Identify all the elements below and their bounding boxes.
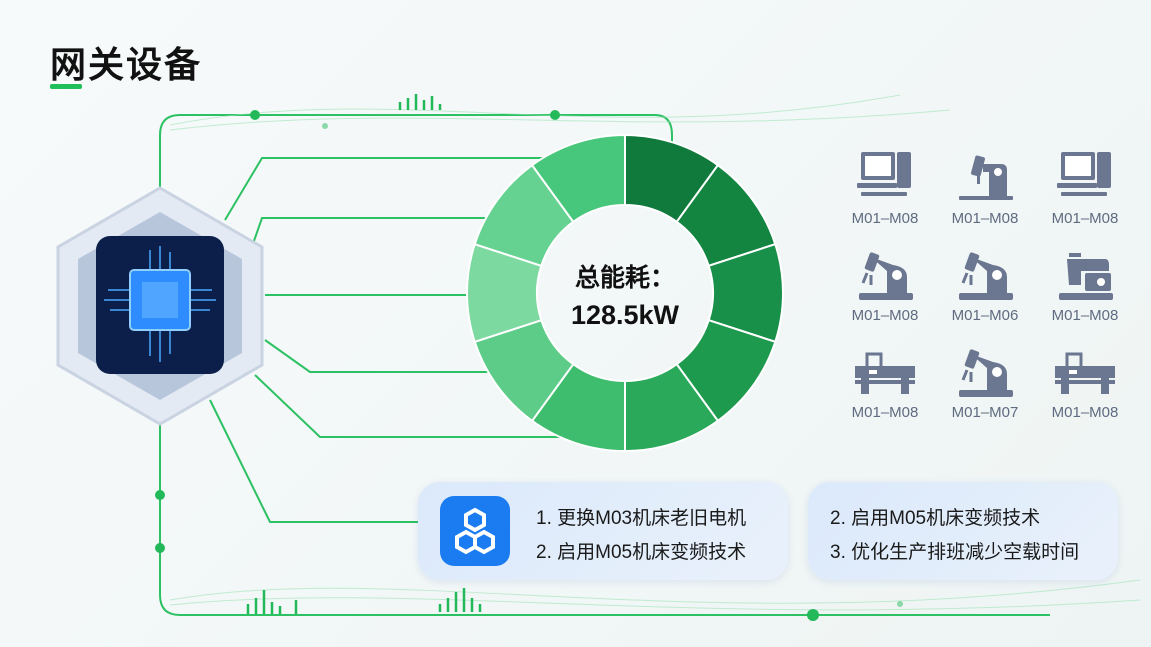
title-underline bbox=[50, 84, 82, 89]
computer-icon bbox=[1057, 152, 1111, 196]
robot-arm-icon bbox=[859, 252, 913, 300]
gateway-chip-icon bbox=[56, 186, 264, 426]
machine-label: M01–M08 bbox=[851, 307, 919, 324]
lathe-icon bbox=[1055, 352, 1115, 394]
machine-item[interactable]: M01–M08 bbox=[1035, 245, 1135, 324]
machine-label: M01–M08 bbox=[1051, 210, 1119, 227]
machine-item[interactable]: M01–M08 bbox=[835, 342, 935, 421]
machine-label: M01–M08 bbox=[851, 210, 919, 227]
machine-item[interactable]: M01–M08 bbox=[1035, 342, 1135, 421]
lathe-icon bbox=[855, 352, 915, 394]
machine-item[interactable]: M01–M07 bbox=[935, 342, 1035, 421]
machine-item[interactable]: M01–M06 bbox=[935, 245, 1035, 324]
energy-donut-chart bbox=[466, 133, 784, 453]
machine-label: M01–M08 bbox=[951, 210, 1019, 227]
sewing-machine-icon bbox=[1059, 253, 1113, 300]
machine-item[interactable]: M01–M08 bbox=[835, 245, 935, 324]
robot-arm-icon bbox=[959, 252, 1013, 300]
suggestion-card-1[interactable]: 1. 更换M03机床老旧电机 2. 启用M05机床变频技术 bbox=[418, 482, 788, 580]
machine-item[interactable]: M01–M08 bbox=[1035, 148, 1135, 227]
suggestion-line: 2. 启用M05机床变频技术 bbox=[830, 508, 1041, 529]
donut-segment bbox=[530, 133, 626, 224]
machine-label: M01–M08 bbox=[1051, 307, 1119, 324]
hexagon-network-icon bbox=[440, 496, 510, 566]
machine-label: M01–M08 bbox=[1051, 404, 1119, 421]
page-title: 网关设备 bbox=[50, 44, 203, 85]
machine-label: M01–M08 bbox=[851, 404, 919, 421]
suggestion-line: 1. 更换M03机床老旧电机 bbox=[536, 508, 747, 529]
robot-arm-icon bbox=[959, 349, 1013, 397]
total-energy-value: 128.5kW bbox=[570, 300, 680, 330]
drill-press-icon bbox=[959, 155, 1013, 200]
computer-icon bbox=[857, 152, 911, 196]
suggestion-line: 2. 启用M05机床变频技术 bbox=[536, 542, 747, 563]
suggestion-card-2[interactable]: 2. 启用M05机床变频技术 3. 优化生产排班减少空载时间 bbox=[808, 482, 1118, 580]
suggestion-line: 3. 优化生产排班减少空载时间 bbox=[830, 542, 1080, 563]
machine-label: M01–M07 bbox=[951, 404, 1019, 421]
total-energy: 总能耗： 128.5kW bbox=[540, 258, 710, 331]
machine-label: M01–M06 bbox=[951, 307, 1019, 324]
machine-item[interactable]: M01–M08 bbox=[935, 148, 1035, 227]
machine-item[interactable]: M01–M08 bbox=[835, 148, 935, 227]
total-energy-label: 总能耗： bbox=[574, 264, 675, 292]
